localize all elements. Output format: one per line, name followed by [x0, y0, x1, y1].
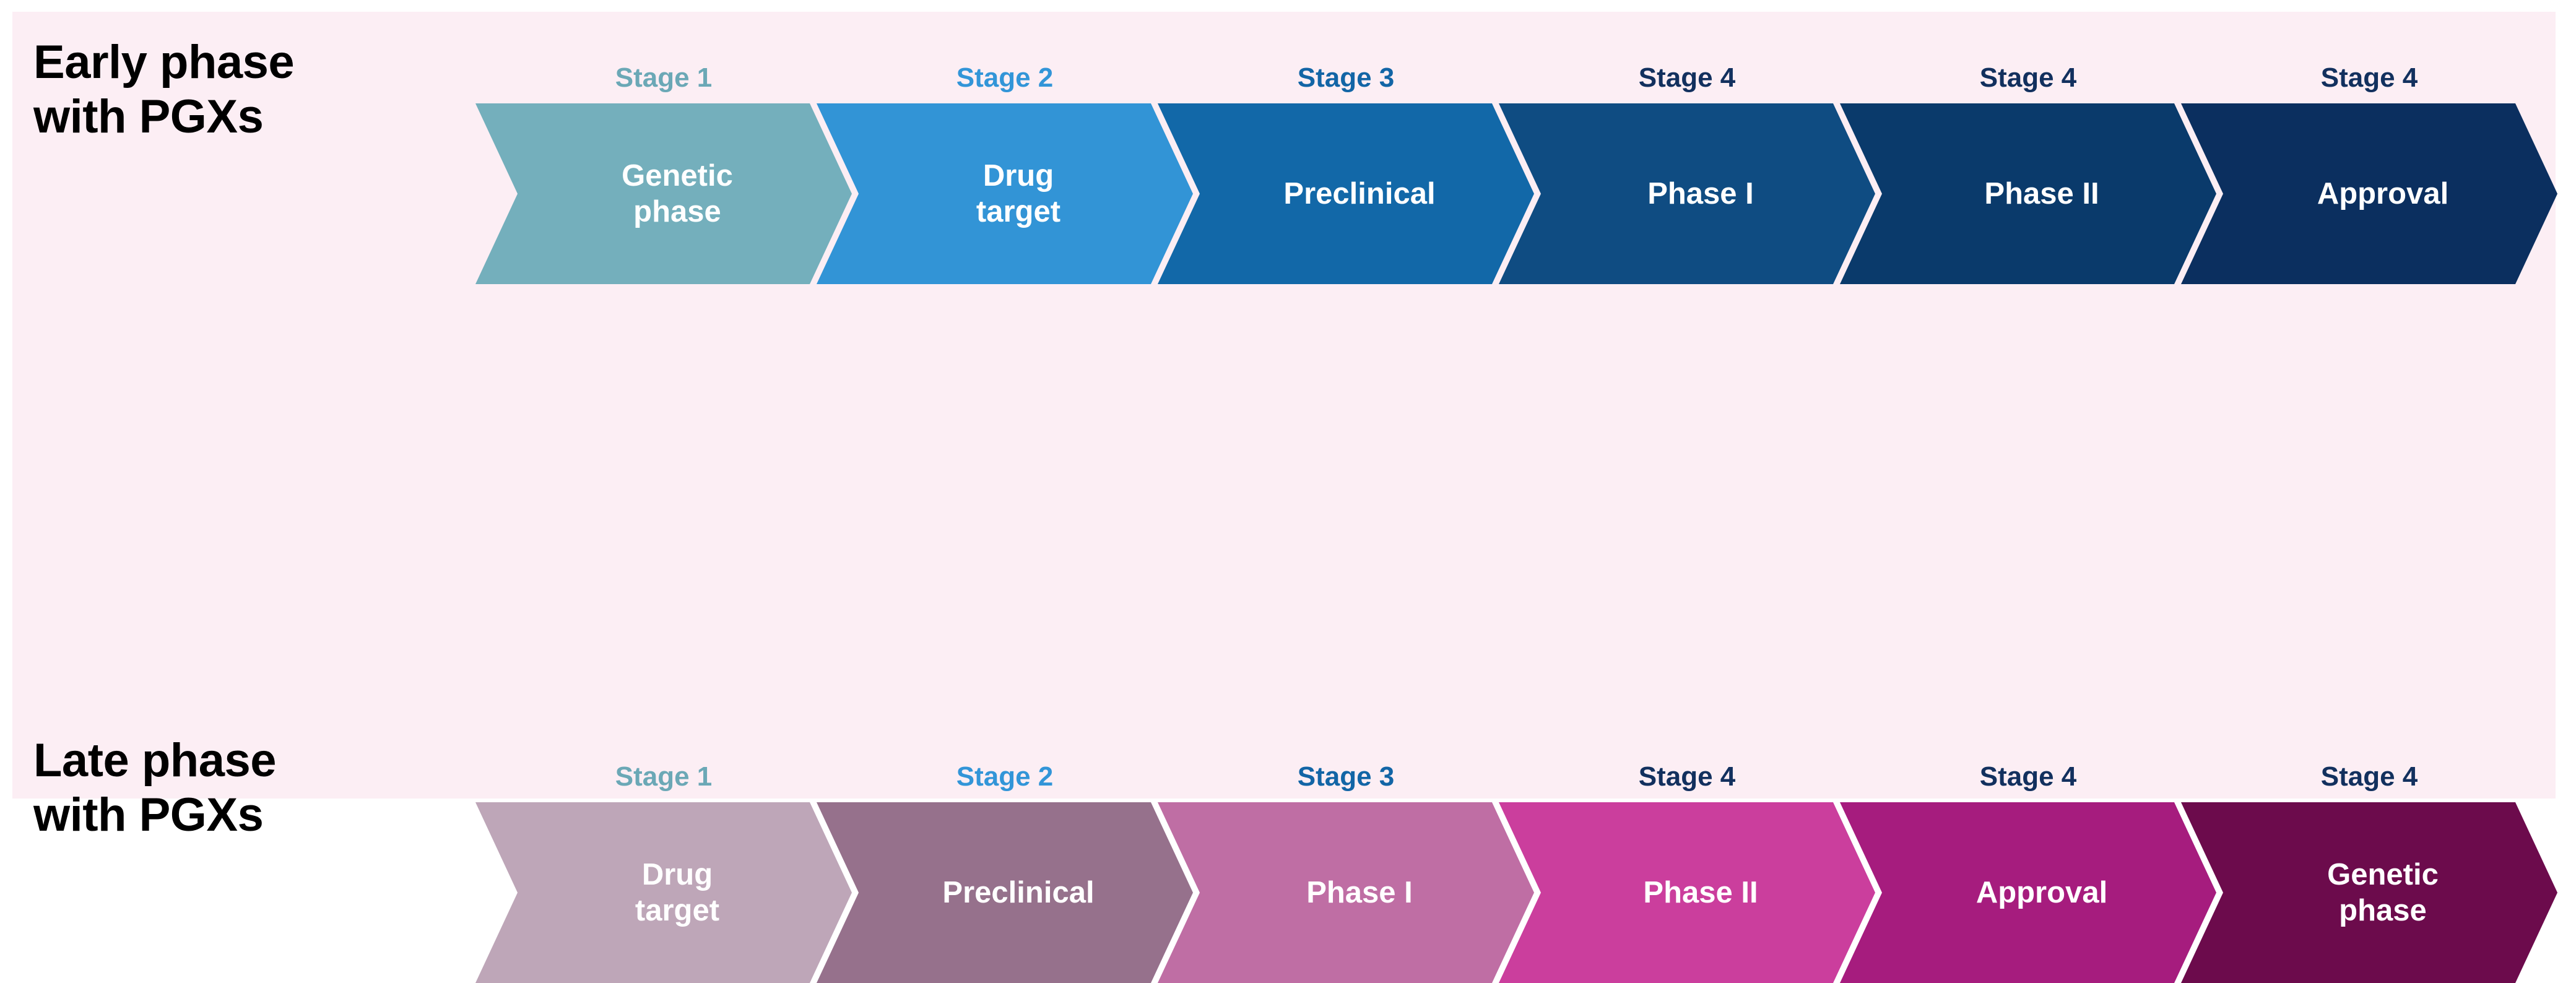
- chevron-text-late-6: Genetic phase: [2327, 858, 2439, 927]
- step-late-4[interactable]: Stage 4 Phase II: [1499, 526, 1875, 799]
- chevron-strip-early: Stage 1 Genetic phase Stage 2 Drug targe…: [475, 12, 2556, 297]
- stage-label-early-1: Stage 1: [615, 63, 713, 93]
- chevron-text-late-3: Phase I: [1306, 875, 1413, 909]
- stage-label-late-3: Stage 3: [1297, 761, 1395, 792]
- chevron-text-late-4: Phase II: [1643, 875, 1758, 909]
- stage-label-late-5: Stage 4: [1979, 761, 2077, 792]
- row-late-phase: Late phase with PGXs Stage 1 Drug target…: [12, 526, 2556, 799]
- chevron-text-early-5: Phase II: [1984, 176, 2099, 210]
- step-late-5[interactable]: Stage 4 Approval: [1840, 526, 2216, 799]
- step-late-1[interactable]: Stage 1 Drug target: [475, 526, 852, 799]
- chevron-early-6[interactable]: Approval: [2181, 103, 2557, 284]
- step-late-6[interactable]: Stage 4 Genetic phase: [2181, 526, 2557, 799]
- step-early-6[interactable]: Stage 4 Approval: [2181, 12, 2557, 297]
- row-label-late-phase: Late phase with PGXs: [33, 734, 277, 841]
- chevron-text-early-6: Approval: [2317, 176, 2449, 210]
- stage-label-early-4: Stage 4: [1638, 63, 1736, 93]
- step-early-3[interactable]: Stage 3 Preclinical: [1158, 12, 1534, 297]
- stage-label-early-6: Stage 4: [2320, 63, 2418, 93]
- chevron-early-5[interactable]: Phase II: [1840, 103, 2216, 284]
- chevron-late-1[interactable]: Drug target: [475, 802, 852, 983]
- chevron-early-1[interactable]: Genetic phase: [475, 103, 852, 284]
- chevron-text-early-4: Phase I: [1647, 176, 1754, 210]
- chevron-late-2[interactable]: Preclinical: [817, 802, 1193, 983]
- step-early-5[interactable]: Stage 4 Phase II: [1840, 12, 2216, 297]
- step-late-2[interactable]: Stage 2 Preclinical: [817, 526, 1193, 799]
- chevron-early-4[interactable]: Phase I: [1499, 103, 1875, 284]
- diagram-canvas: Early phase with PGXs Stage 1 Genetic ph…: [12, 12, 2556, 799]
- step-early-1[interactable]: Stage 1 Genetic phase: [475, 12, 852, 297]
- chevron-text-late-5: Approval: [1975, 875, 2108, 909]
- row-label-early-phase: Early phase with PGXs: [33, 36, 295, 143]
- row-early-phase: Early phase with PGXs Stage 1 Genetic ph…: [12, 12, 2556, 297]
- chevron-late-4[interactable]: Phase II: [1499, 802, 1875, 983]
- chevron-late-3[interactable]: Phase I: [1158, 802, 1534, 983]
- chevron-text-late-2: Preclinical: [942, 875, 1095, 909]
- chevron-strip-late: Stage 1 Drug target Stage 2 Preclinical …: [475, 526, 2556, 799]
- stage-label-early-3: Stage 3: [1297, 63, 1395, 93]
- chevron-early-2[interactable]: Drug target: [817, 103, 1193, 284]
- stage-label-late-1: Stage 1: [615, 761, 713, 792]
- stage-label-late-6: Stage 4: [2320, 761, 2418, 792]
- stage-label-late-2: Stage 2: [956, 761, 1054, 792]
- chevron-text-early-3: Preclinical: [1283, 176, 1436, 210]
- step-early-4[interactable]: Stage 4 Phase I: [1499, 12, 1875, 297]
- stage-label-early-5: Stage 4: [1979, 63, 2077, 93]
- stage-label-late-4: Stage 4: [1638, 761, 1736, 792]
- chevron-text-early-1: Genetic phase: [622, 159, 733, 228]
- stage-label-early-2: Stage 2: [956, 63, 1054, 93]
- chevron-early-3[interactable]: Preclinical: [1158, 103, 1534, 284]
- chevron-text-late-1: Drug target: [635, 858, 720, 927]
- chevron-late-6[interactable]: Genetic phase: [2181, 802, 2557, 983]
- chevron-text-early-2: Drug target: [976, 159, 1061, 228]
- step-late-3[interactable]: Stage 3 Phase I: [1158, 526, 1534, 799]
- step-early-2[interactable]: Stage 2 Drug target: [817, 12, 1193, 297]
- chevron-late-5[interactable]: Approval: [1840, 802, 2216, 983]
